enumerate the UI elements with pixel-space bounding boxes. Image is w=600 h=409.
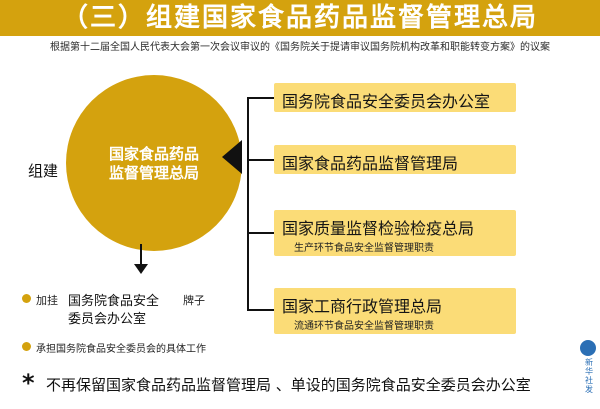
circle-line-2: 监督管理总局: [108, 164, 199, 182]
merge-arrow-icon: [222, 140, 242, 174]
bracket-tick-3: [247, 232, 274, 234]
bracket-tick-4: [247, 309, 274, 311]
bullet-icon: [22, 294, 31, 303]
zujian-label: 组建: [28, 162, 59, 180]
circle-line-1: 国家食品药品: [108, 145, 199, 163]
box-2-title: 国家食品药品监督管理局: [282, 154, 459, 173]
title-bar: （三）组建国家食品药品监督管理总局: [0, 0, 600, 36]
down-arrow-stem: [140, 244, 142, 264]
xinhua-logo-icon: [580, 340, 596, 356]
box-sfda: 国家食品药品监督管理局: [274, 145, 516, 174]
bottom-note: 不再保留国家食品药品监督管理局 、单设的国务院食品安全委员会办公室: [46, 376, 531, 394]
box-4-note: 流通环节食品安全监督管理职责: [294, 321, 434, 332]
plaque-prefix: 加挂: [36, 294, 58, 307]
bracket-line: [247, 97, 249, 310]
agency-circle: [66, 75, 242, 251]
box-saic: 国家工商行政管理总局 流通环节食品安全监督管理职责: [274, 288, 516, 334]
subtitle: 根据第十二届全国人民代表大会第一次会议审议的《国务院关于提请审议国务院机构改革和…: [50, 42, 550, 53]
plaque-name-line-2: 委员会办公室: [68, 312, 147, 327]
box-3-title: 国家质量监督检验检疫总局: [282, 219, 475, 238]
bullet-icon: [22, 342, 31, 351]
plaque-name-line-1: 国务院食品安全: [68, 294, 160, 309]
box-4-title: 国家工商行政管理总局: [282, 297, 443, 316]
logo-text: 新华社发: [585, 358, 593, 394]
box-1-title: 国务院食品安全委员会办公室: [282, 92, 491, 111]
asterisk-icon: *: [22, 369, 35, 397]
plaque-suffix: 牌子: [183, 294, 205, 307]
box-aqsiq: 国家质量监督检验检疫总局 生产环节食品安全监督管理职责: [274, 210, 516, 256]
bracket-tick-1: [247, 97, 274, 99]
circle-text: 国家食品药品 监督管理总局: [66, 145, 242, 183]
box-3-note: 生产环节食品安全监督管理职责: [294, 243, 434, 254]
box-food-safety-office: 国务院食品安全委员会办公室: [274, 83, 516, 112]
down-arrow-icon: [134, 264, 148, 274]
undertake-text: 承担国务院食品安全委员会的具体工作: [36, 344, 206, 355]
page-title: （三）组建国家食品药品监督管理总局: [61, 3, 538, 33]
bracket-tick-2: [247, 159, 274, 161]
